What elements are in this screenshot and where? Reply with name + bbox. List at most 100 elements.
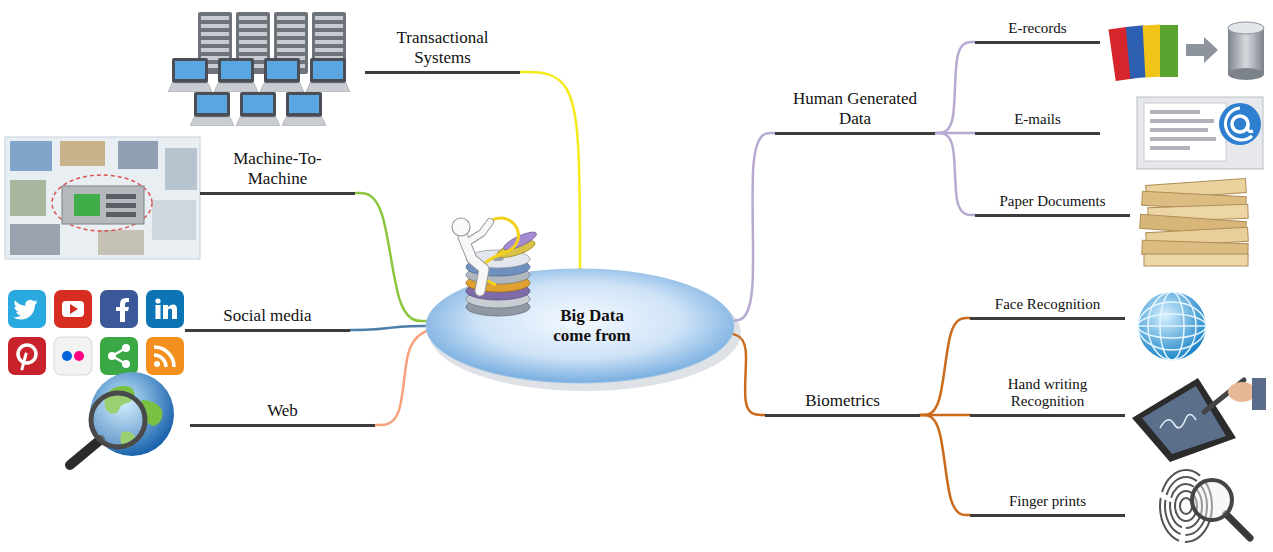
machine-collage-illustration-part (106, 212, 136, 217)
server-laptop-illustration-part (306, 58, 350, 92)
hub-label: Big Data come from (545, 306, 640, 347)
signature-pad-icon (1132, 378, 1266, 462)
branch-connector (733, 133, 775, 321)
e-mail-icon-part (1150, 128, 1208, 132)
fingerprint-icon-part (1192, 480, 1232, 520)
branch-label: Social media (221, 306, 313, 329)
signature-pad-icon-part (1160, 414, 1196, 428)
machine-collage-illustration-part (106, 194, 136, 199)
web-globe-icon-part (91, 393, 145, 447)
face-recognition-icon-part (1138, 292, 1206, 360)
server-laptop-illustration (168, 12, 350, 126)
branch-label: Biometrics (803, 391, 882, 414)
paper-stack-icon-part (1144, 254, 1248, 266)
social-media-icons-part-part (154, 355, 166, 367)
branch-label: E-records (1006, 20, 1068, 40)
social-media-icons-part-part (122, 360, 130, 368)
server-laptop-illustration-part (168, 58, 212, 92)
branch-label: Finger prints (1007, 493, 1088, 513)
fingerprint-icon (1160, 470, 1250, 542)
e-records-icon-part (1228, 68, 1264, 80)
branch-label: Web (265, 401, 300, 424)
social-media-icons-part-part (154, 347, 174, 367)
leaf-branch: E-records (975, 20, 1100, 43)
social-media-icons-part-part (154, 361, 160, 367)
branch-connector (350, 326, 426, 330)
social-media-icons-part-part (146, 337, 184, 375)
social-media-icons-part-part (62, 301, 84, 317)
signature-pad-icon-part (1252, 378, 1266, 410)
signature-pad-icon-part (1142, 386, 1226, 454)
e-mail-icon-part (1150, 146, 1190, 150)
social-media-icons-part-part (108, 352, 116, 360)
machine-collage-illustration-part (106, 203, 136, 208)
branch-label: Hand writing Recognition (996, 376, 1100, 414)
social-media-icons-part-part (62, 351, 72, 361)
e-mail-icon-part (1150, 110, 1200, 114)
social-media-icons-part-part (155, 298, 160, 303)
leaf-branch: Hand writing Recognition (970, 376, 1125, 417)
e-mail-icon-part (1150, 119, 1214, 123)
e-mail-icon (1137, 97, 1263, 169)
leaf-branch: Finger prints (970, 493, 1125, 516)
social-media-icons-part (146, 337, 184, 375)
signature-pad-icon-part (1132, 378, 1236, 462)
machine-collage-illustration-part (60, 141, 105, 166)
leaf-branch: E-mails (975, 111, 1100, 134)
social-media-icons-part-part (13, 300, 38, 320)
branch-label: Transactional Systems (381, 28, 505, 70)
big-data-figure (452, 218, 538, 316)
social-media-icons-part (100, 290, 138, 328)
machine-collage-illustration (5, 137, 200, 259)
server-laptop-illustration-part (190, 92, 234, 126)
branch-connector (355, 193, 427, 321)
paper-stack-icon (1140, 179, 1249, 266)
main-branch: Biometrics (765, 391, 920, 417)
social-media-icons-part-part (100, 337, 138, 375)
social-media-icons-part (54, 337, 92, 375)
branch-label: Paper Documents (997, 193, 1107, 213)
web-globe-icon-part (90, 372, 174, 456)
e-records-icon-part (1186, 37, 1218, 63)
branch-connector (935, 42, 975, 133)
machine-collage-illustration-part (118, 141, 158, 169)
hub-ellipse: Big Data come from (425, 268, 735, 384)
social-media-icons-part (100, 337, 138, 375)
face-recognition-icon-part (1138, 302, 1206, 350)
e-records-icon-part (1160, 25, 1178, 77)
social-media-icons-part-part (116, 298, 129, 322)
branch-connector (733, 334, 765, 415)
leaf-branch: Paper Documents (975, 193, 1130, 216)
machine-collage-illustration-part (52, 175, 152, 231)
e-mail-icon-part (1225, 108, 1253, 140)
social-media-icons-part-part (54, 337, 92, 375)
server-laptop-illustration-part (236, 92, 280, 126)
machine-collage-illustration-part (10, 141, 52, 171)
social-media-icons-part-part (22, 354, 26, 369)
social-media-icons-part-part (156, 305, 161, 319)
branch-connector (920, 415, 970, 515)
machine-collage-illustration-part (10, 224, 60, 255)
social-media-icons-part-part (8, 337, 46, 375)
machine-collage-illustration-part (10, 180, 46, 216)
face-recognition-icon-part (1138, 325, 1206, 327)
social-media-icons-part (146, 290, 184, 328)
social-media-icons-part-part (54, 290, 92, 328)
face-recognition-icon (1138, 292, 1206, 360)
social-media-icons (8, 290, 184, 375)
machine-collage-illustration-part (98, 230, 144, 255)
leaf-branch: Face Recognition (970, 296, 1125, 319)
social-media-icons-part (8, 337, 46, 375)
signature-pad-icon-part (1228, 382, 1256, 402)
main-branch: Human Generated Data (775, 89, 935, 134)
web-globe-icon-part (70, 440, 100, 465)
social-media-icons-part-part (70, 304, 78, 314)
branch-connector (935, 133, 975, 215)
server-laptop-illustration-part (214, 58, 258, 92)
social-media-icons-part-part (122, 344, 130, 352)
social-media-icons-part (54, 290, 92, 328)
main-branch: Web (190, 401, 375, 427)
e-mail-icon-part (1137, 97, 1263, 169)
machine-collage-illustration-part (62, 186, 144, 224)
web-globe-icon (70, 372, 174, 465)
